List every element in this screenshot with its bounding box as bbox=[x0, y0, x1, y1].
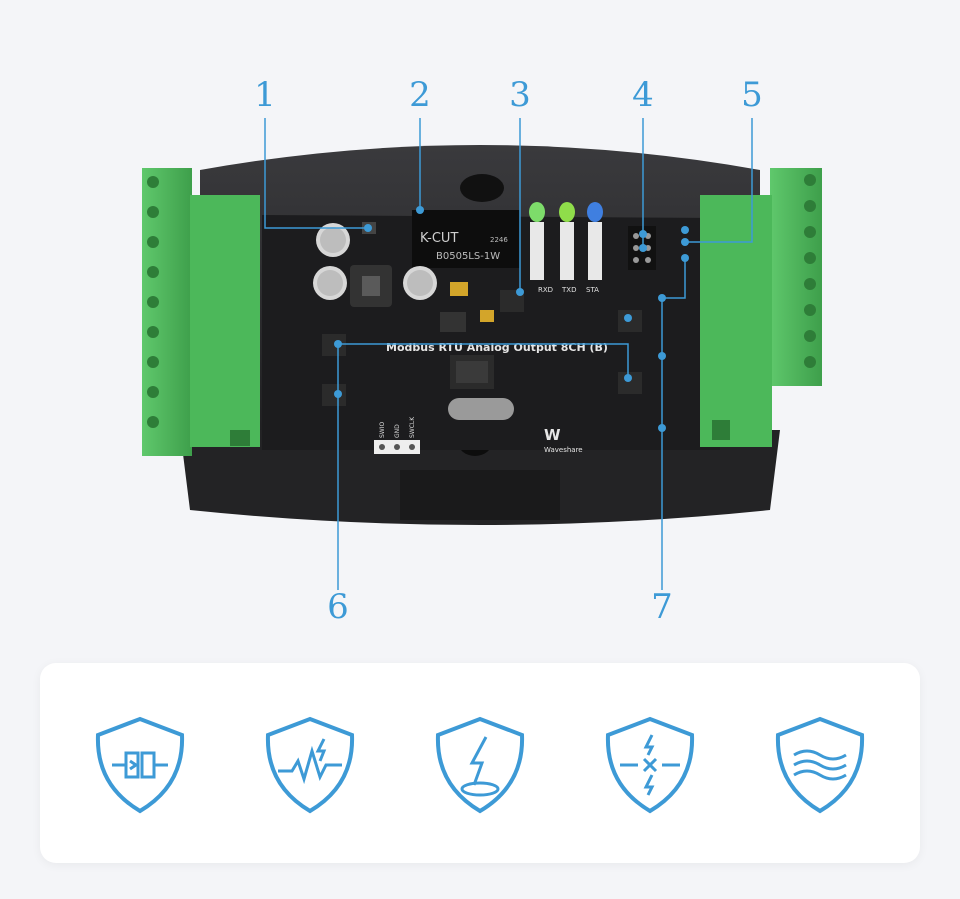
pin-label-gnd: GND bbox=[394, 424, 401, 438]
brand-logo: W bbox=[544, 426, 561, 444]
right-terminal-block bbox=[700, 168, 822, 447]
callout-2: 2 bbox=[409, 75, 431, 115]
pin-label-swio: SWIO bbox=[379, 421, 386, 438]
lightning-protection-shield-icon bbox=[435, 716, 525, 814]
module-label-2: B0505LS-1W bbox=[436, 251, 500, 262]
board-title: Modbus RTU Analog Output 8CH (B) bbox=[386, 341, 608, 354]
brand-name: Waveshare bbox=[544, 446, 583, 454]
rs485-ic bbox=[500, 290, 524, 312]
board-illustration: K-CUT 2246 B0505LS-1W RXD TXD STA bbox=[142, 118, 822, 590]
left-terminal-block bbox=[142, 168, 260, 456]
enclosure-grip bbox=[400, 470, 560, 520]
callout-7: 7 bbox=[651, 587, 673, 627]
isolation-shield-icon bbox=[95, 716, 185, 814]
module-label-1: K-CUT bbox=[420, 231, 458, 246]
esd-protection-shield-icon bbox=[605, 716, 695, 814]
dac-ic-1 bbox=[322, 334, 346, 356]
dac-ic-4 bbox=[618, 372, 642, 394]
pin-label-swclk: SWCLK bbox=[409, 416, 416, 438]
dac-ic-2 bbox=[322, 384, 346, 406]
surge-protection-shield-icon bbox=[265, 716, 355, 814]
callout-6: 6 bbox=[327, 587, 349, 627]
crystal bbox=[448, 398, 514, 420]
led-sta-label: STA bbox=[586, 286, 599, 294]
mcu-chip bbox=[450, 355, 494, 389]
led-rxd-label: RXD bbox=[538, 286, 553, 294]
callout-3: 3 bbox=[509, 75, 531, 115]
status-leds: RXD TXD STA bbox=[529, 202, 603, 294]
dcdc-module: K-CUT 2246 B0505LS-1W bbox=[412, 210, 520, 268]
protection-features-panel bbox=[40, 663, 920, 863]
callout-dots bbox=[334, 206, 689, 432]
power-components bbox=[313, 222, 494, 332]
swd-header: SWIO GND SWCLK bbox=[374, 416, 420, 454]
led-txd-label: TXD bbox=[561, 286, 576, 294]
module-code: 2246 bbox=[490, 236, 508, 244]
product-photo: K-CUT 2246 B0505LS-1W RXD TXD STA bbox=[142, 75, 822, 627]
callout-4: 4 bbox=[632, 75, 654, 115]
callout-lines bbox=[264, 118, 753, 590]
callout-5: 5 bbox=[741, 75, 763, 115]
callout-1: 1 bbox=[254, 75, 276, 115]
emi-filter-shield-icon bbox=[775, 716, 865, 814]
